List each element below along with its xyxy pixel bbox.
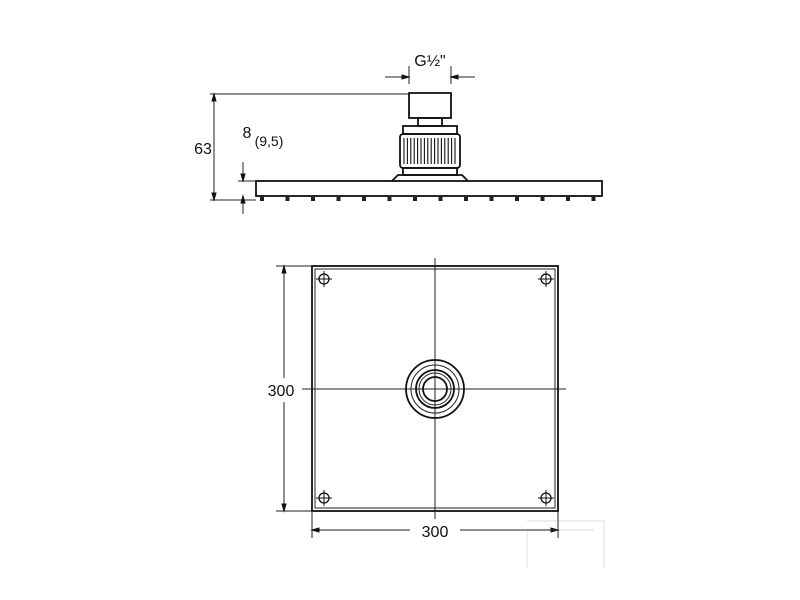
top-view: 300 300 [268, 258, 566, 541]
thickness-alt-label: (9,5) [255, 133, 284, 149]
thread-label: G½" [414, 53, 445, 70]
horizontal-300-label: 300 [422, 524, 449, 541]
nozzle [515, 196, 519, 201]
nozzle [311, 196, 315, 201]
nozzle [566, 196, 570, 201]
nozzle [362, 196, 366, 201]
nozzle [413, 196, 417, 201]
center-fitting [405, 359, 465, 419]
nozzle [438, 196, 443, 201]
horizontal-300-dimension: 300 [310, 511, 560, 541]
thickness-label: 8 [243, 125, 252, 142]
screw-icon [316, 271, 332, 287]
nozzle [540, 196, 545, 201]
nozzle [336, 196, 341, 201]
nozzle [260, 196, 264, 201]
nozzle [489, 196, 494, 201]
vertical-300-label: 300 [268, 383, 295, 400]
screw-icon [538, 490, 554, 506]
height-label: 63 [194, 141, 212, 158]
thread-dimension: G½" [385, 53, 475, 84]
connector-fitting [391, 92, 469, 182]
thickness-dimension: 8 (9,5) [238, 125, 283, 214]
corner-screws [316, 271, 554, 506]
nozzle-row [260, 196, 596, 201]
screw-icon [538, 271, 554, 287]
vertical-300-dimension: 300 [268, 264, 312, 513]
nozzle [285, 196, 290, 201]
watermark-mark [526, 520, 605, 568]
nozzle [591, 196, 596, 201]
shower-plate-side [255, 180, 603, 197]
nozzle [464, 196, 468, 201]
side-view: G½" 63 [194, 53, 603, 214]
screw-icon [316, 490, 332, 506]
nozzle [387, 196, 392, 201]
knurl-lines [403, 138, 456, 164]
height-dimension: 63 [194, 92, 409, 202]
